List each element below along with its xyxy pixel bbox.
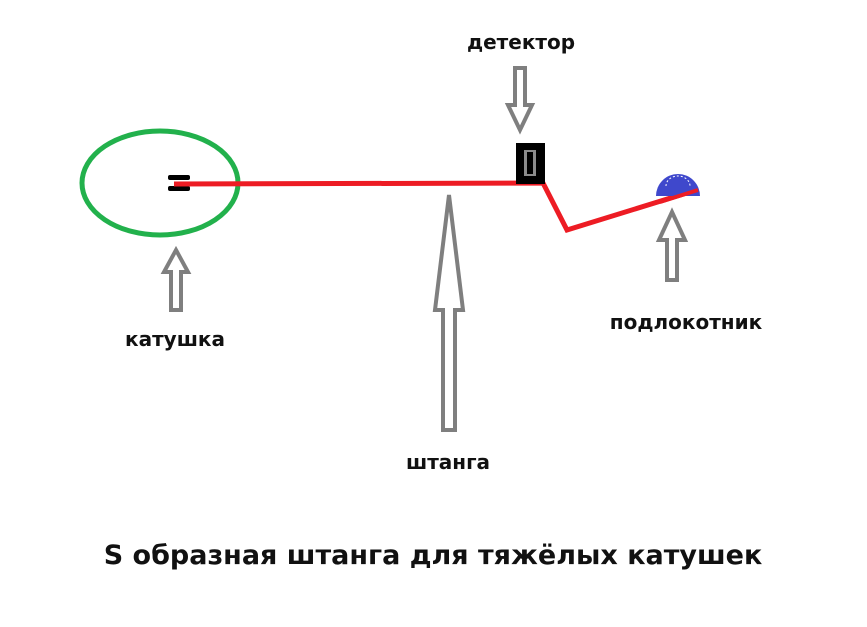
detector-label: детектор (466, 30, 576, 54)
coil-label: катушка (124, 327, 226, 351)
rod-label: штанга (405, 450, 491, 474)
coil-mount (168, 175, 190, 191)
coil-arrow-icon (160, 245, 192, 312)
armrest-label: подлокотник (609, 310, 763, 334)
diagram-title: S образная штанга для тяжёлых катушек (103, 540, 763, 571)
armrest-arrow-icon (655, 207, 689, 282)
detector-box (516, 143, 545, 184)
rod-arrow-icon (432, 194, 466, 432)
rod-line (173, 180, 691, 234)
armrest-shape (656, 174, 700, 204)
detector-arrow-icon (504, 66, 536, 135)
